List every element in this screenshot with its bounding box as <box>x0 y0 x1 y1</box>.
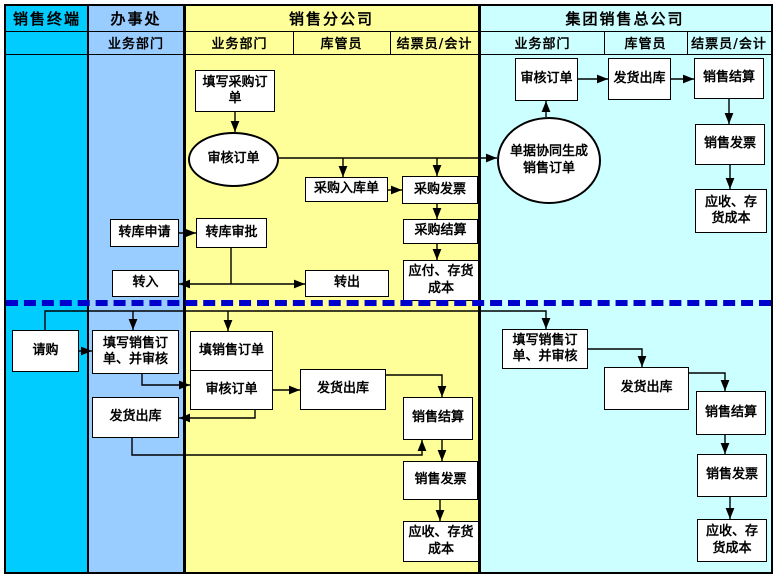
header-row-separator <box>6 31 771 32</box>
lane-border-2 <box>183 6 186 573</box>
node-sales-settle-group-lower: 销售结算 <box>696 391 766 435</box>
subcol-sep-branch-1 <box>293 31 294 54</box>
node-purchase-settle: 采购结算 <box>403 219 478 244</box>
subheader-branch-business: 业务部门 <box>211 37 268 52</box>
node-ship-group-lower: 发货出库 <box>604 367 689 410</box>
subheader-group-business: 业务部门 <box>514 37 571 52</box>
node-receivable-cost-branch: 应收、存货成本 <box>403 521 479 562</box>
node-sales-settle-branch: 销售结算 <box>403 397 473 440</box>
node-receivable-cost-group-top: 应收、存货成本 <box>695 189 767 233</box>
subheader-group-accounting: 结票员/会计 <box>691 37 767 52</box>
section-divider-dashed-line <box>6 300 771 306</box>
lane-title-sales-branch: 销售分公司 <box>288 9 374 28</box>
lane-title-sales-terminal: 销售终端 <box>12 9 81 28</box>
node-fill-sales-group: 填写销售订单、并审核 <box>502 329 588 369</box>
node-purchase-receipt: 采购入库单 <box>305 177 388 202</box>
node-payable-cost: 应付、存货成本 <box>403 260 479 301</box>
node-transfer-approve: 转库审批 <box>196 218 267 248</box>
subheader-group-warehouse: 库管员 <box>624 37 667 52</box>
node-sales-invoice-group-top: 销售发票 <box>695 124 765 165</box>
node-ship-office: 发货出库 <box>92 397 179 438</box>
node-sales-invoice-group-lower: 销售发票 <box>697 454 767 497</box>
node-audit-order-branch: 审核订单 <box>188 132 279 187</box>
node-fill-purchase-order: 填写采购订单 <box>195 70 275 112</box>
subheader-row-separator <box>6 54 771 55</box>
subheader-office-business: 业务部门 <box>107 37 164 52</box>
subheader-branch-accounting: 结票员/会计 <box>396 37 473 52</box>
node-sales-invoice-branch: 销售发票 <box>403 461 478 500</box>
lane-border-1 <box>87 6 89 573</box>
lane-sales-terminal <box>6 6 88 573</box>
node-purchase-invoice: 采购发票 <box>402 176 478 204</box>
node-requisition: 请购 <box>12 330 79 372</box>
node-transfer-in: 转入 <box>112 270 179 297</box>
node-doc-collab: 单据协同生成销售订单 <box>497 117 601 204</box>
node-fill-sales-office: 填写销售订单、并审核 <box>92 330 179 374</box>
node-audit-order-group: 审核订单 <box>515 58 578 101</box>
node-audit-branch-lower: 审核订单 <box>190 370 273 410</box>
subcol-sep-group-1 <box>604 31 605 54</box>
node-receivable-cost-group-lower: 应收、存货成本 <box>697 519 767 562</box>
node-transfer-request: 转库申请 <box>110 219 179 247</box>
node-transfer-out: 转出 <box>305 270 389 297</box>
node-ship-group-top: 发货出库 <box>608 58 671 100</box>
lane-title-office: 办事处 <box>110 9 162 28</box>
subcol-sep-branch-2 <box>390 31 391 54</box>
subcol-sep-group-2 <box>687 31 688 54</box>
lane-border-3 <box>478 6 481 573</box>
node-sales-settle-group-top: 销售结算 <box>694 58 764 99</box>
lane-title-group-company: 集团销售总公司 <box>565 9 685 28</box>
node-fill-sales-branch: 填销售订单 <box>190 331 273 372</box>
subheader-branch-warehouse: 库管员 <box>320 37 363 52</box>
node-ship-branch: 发货出库 <box>300 369 386 410</box>
